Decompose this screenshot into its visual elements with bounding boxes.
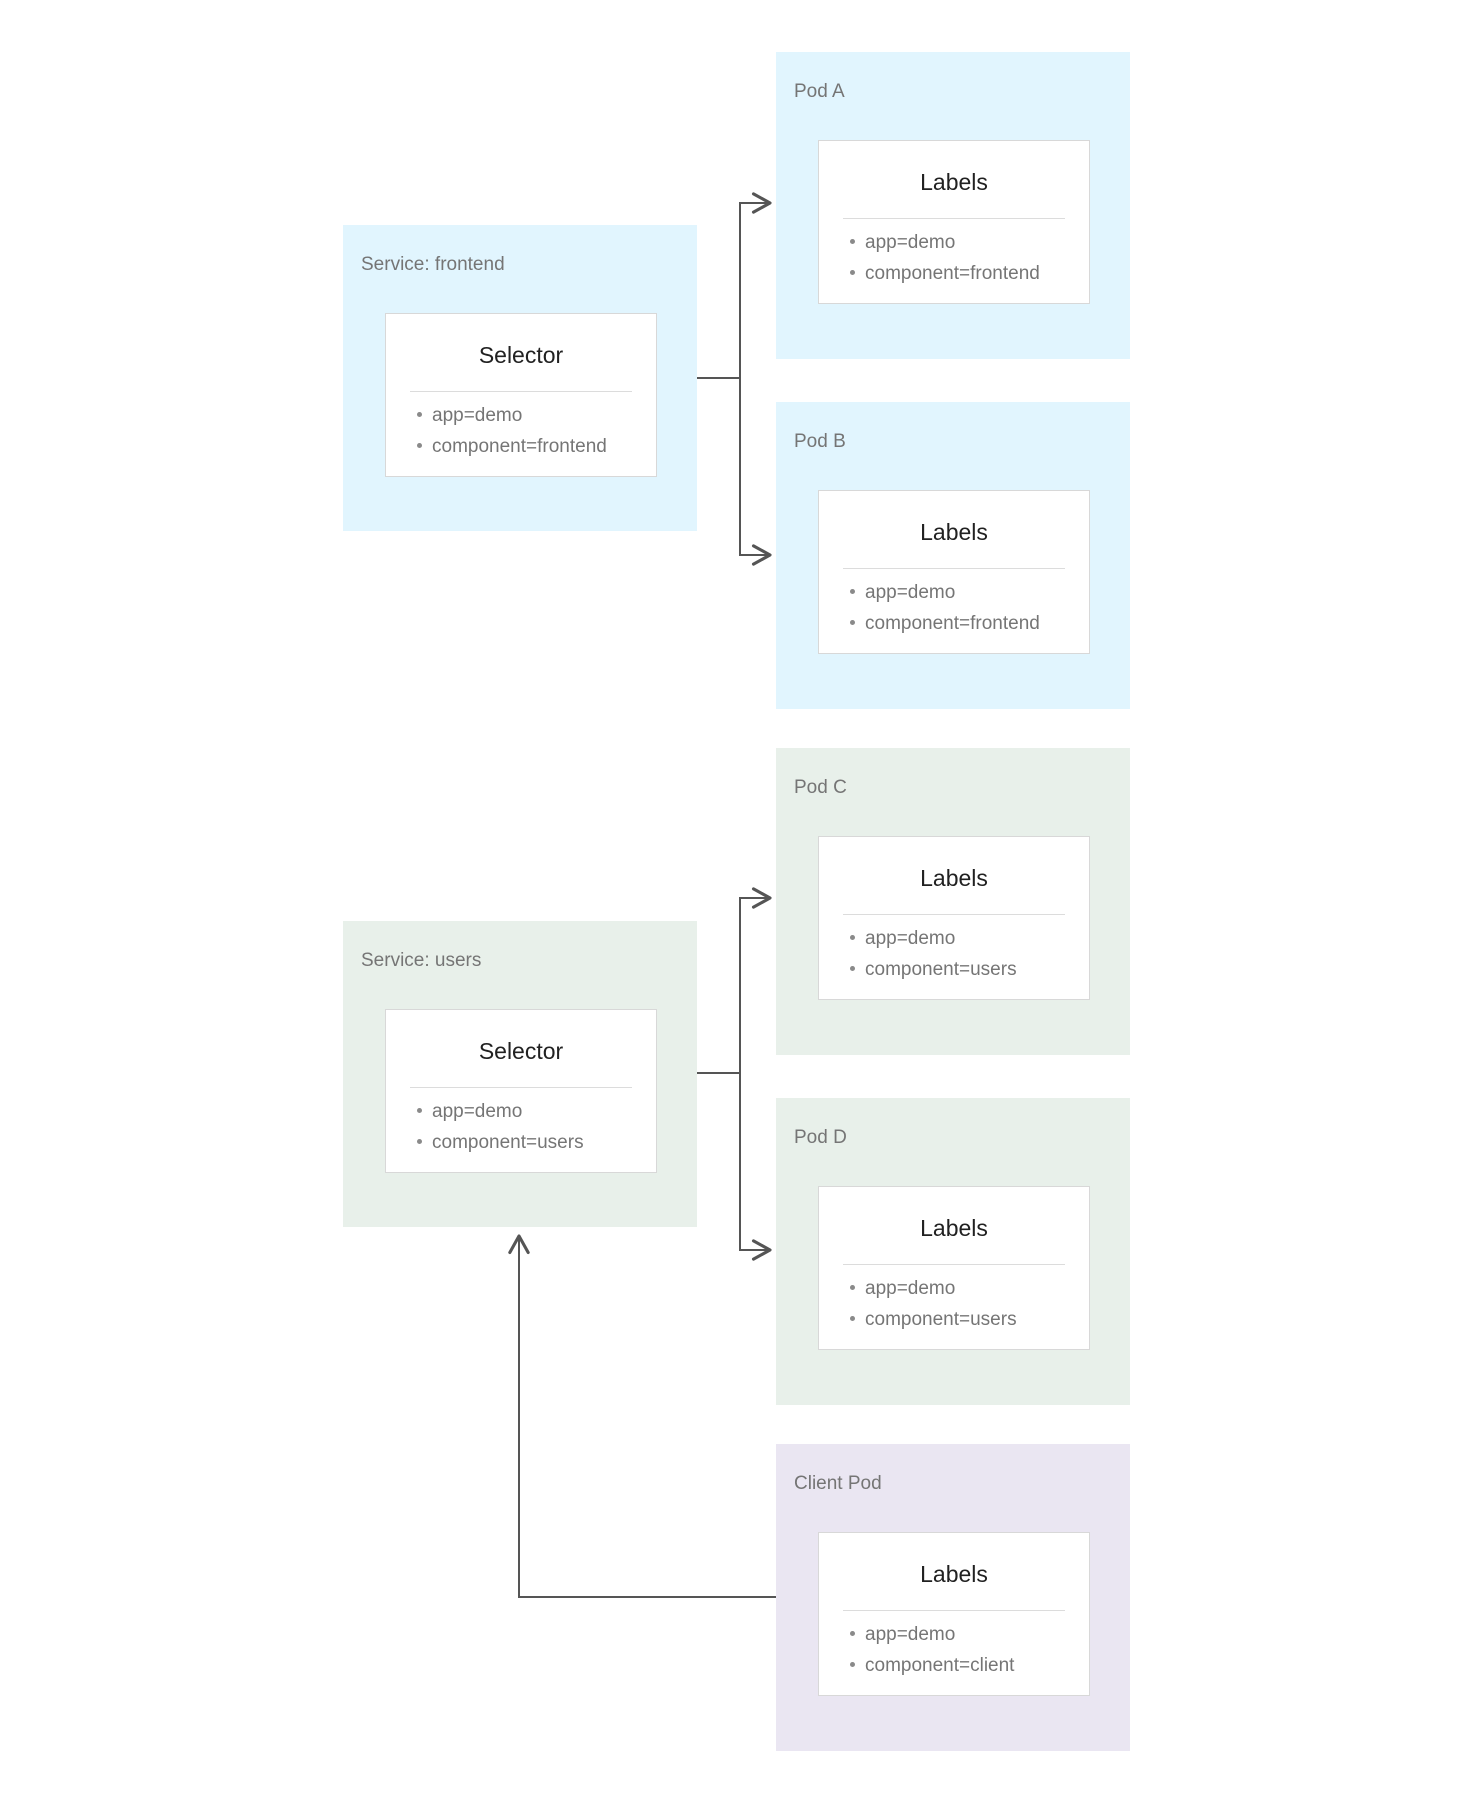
- list-item: app=demo: [819, 1625, 1089, 1656]
- list-item: component=client: [819, 1656, 1089, 1687]
- service-frontend-selector-card: Selector app=demo component=frontend: [385, 313, 657, 477]
- list-item: app=demo: [819, 1279, 1089, 1310]
- pod-b-card-rule: [843, 568, 1065, 569]
- list-item: component=frontend: [819, 264, 1089, 295]
- pod-c-labels-card: Labels app=demo component=users: [818, 836, 1090, 1000]
- service-frontend-group: Service: frontend Selector app=demo comp…: [343, 225, 697, 531]
- pod-c-card-rule: [843, 914, 1065, 915]
- pod-a-group: Pod A Labels app=demo component=frontend: [776, 52, 1130, 359]
- pod-d-label-list: app=demo component=users: [819, 1265, 1089, 1341]
- service-users-selector-list: app=demo component=users: [386, 1088, 656, 1164]
- client-pod-labels-card: Labels app=demo component=client: [818, 1532, 1090, 1696]
- list-item: app=demo: [819, 233, 1089, 264]
- connector-client-pod-to-users: [508, 1234, 776, 1598]
- pod-d-group: Pod D Labels app=demo component=users: [776, 1098, 1130, 1405]
- list-item: app=demo: [386, 406, 656, 437]
- pod-a-card-title: Labels: [920, 169, 988, 195]
- pod-b-label-list: app=demo component=frontend: [819, 569, 1089, 645]
- pod-c-title: Pod C: [794, 777, 847, 798]
- service-frontend-title: Service: frontend: [361, 254, 505, 275]
- pod-d-card-title: Labels: [920, 1215, 988, 1241]
- list-item: app=demo: [819, 929, 1089, 960]
- service-frontend-selector-list: app=demo component=frontend: [386, 392, 656, 468]
- pod-a-title: Pod A: [794, 81, 845, 102]
- pod-d-labels-card: Labels app=demo component=users: [818, 1186, 1090, 1350]
- client-pod-title: Client Pod: [794, 1473, 882, 1494]
- pod-b-title: Pod B: [794, 431, 846, 452]
- service-users-card-title: Selector: [478, 1038, 564, 1064]
- list-item: component=users: [819, 1310, 1089, 1341]
- client-pod-card-title: Labels: [920, 1561, 988, 1587]
- pod-b-labels-card: Labels app=demo component=frontend: [818, 490, 1090, 654]
- pod-c-card-title: Labels: [920, 865, 988, 891]
- pod-c-group: Pod C Labels app=demo component=users: [776, 748, 1130, 1055]
- service-users-card-rule: [410, 1087, 632, 1088]
- pod-b-group: Pod B Labels app=demo component=frontend: [776, 402, 1130, 709]
- service-frontend-card-title: Selector: [478, 342, 564, 368]
- connector-frontend-to-pod-b: [739, 378, 772, 566]
- client-pod-group: Client Pod Labels app=demo component=cli…: [776, 1444, 1130, 1751]
- pod-a-label-list: app=demo component=frontend: [819, 219, 1089, 295]
- pod-d-card-rule: [843, 1264, 1065, 1265]
- pod-c-label-list: app=demo component=users: [819, 915, 1089, 991]
- list-item: component=users: [819, 960, 1089, 991]
- list-item: component=frontend: [819, 614, 1089, 645]
- service-frontend-card-rule: [410, 391, 632, 392]
- client-pod-card-rule: [843, 1610, 1065, 1611]
- list-item: app=demo: [819, 583, 1089, 614]
- connector-users-to-pod-c: [697, 887, 772, 1074]
- connector-users-to-pod-d: [739, 1073, 772, 1261]
- pod-a-labels-card: Labels app=demo component=frontend: [818, 140, 1090, 304]
- client-pod-label-list: app=demo component=client: [819, 1611, 1089, 1687]
- list-item: component=frontend: [386, 437, 656, 468]
- service-users-selector-card: Selector app=demo component=users: [385, 1009, 657, 1173]
- pod-b-card-title: Labels: [920, 519, 988, 545]
- pod-a-card-rule: [843, 218, 1065, 219]
- service-users-group: Service: users Selector app=demo compone…: [343, 921, 697, 1227]
- list-item: component=users: [386, 1133, 656, 1164]
- list-item: app=demo: [386, 1102, 656, 1133]
- connector-frontend-to-pod-a: [697, 192, 772, 379]
- pod-d-title: Pod D: [794, 1127, 847, 1148]
- service-users-title: Service: users: [361, 950, 482, 971]
